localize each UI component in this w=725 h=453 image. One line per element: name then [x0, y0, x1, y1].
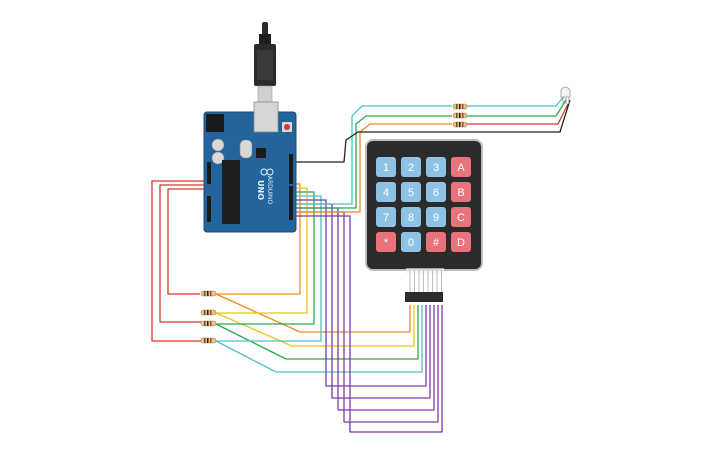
wire-red-left-2[interactable] — [167, 188, 206, 295]
key-label: 5 — [408, 187, 414, 199]
key-hash[interactable]: # — [426, 232, 446, 252]
board-brand: ARDUINO — [266, 176, 273, 205]
wire-teal-res[interactable] — [215, 305, 423, 373]
key-6[interactable]: 6 — [426, 182, 446, 202]
rgb-led-icon[interactable] — [560, 86, 571, 104]
key-7[interactable]: 7 — [376, 207, 396, 227]
key-label: 3 — [433, 162, 439, 174]
key-label: 0 — [408, 237, 414, 249]
resistor-top-3[interactable] — [452, 121, 468, 128]
key-3[interactable]: 3 — [426, 157, 446, 177]
key-B[interactable]: B — [451, 182, 471, 202]
wires — [151, 95, 571, 433]
wire-red-left-inner[interactable] — [159, 184, 206, 323]
resistors — [200, 103, 468, 344]
key-label: 8 — [408, 212, 414, 224]
key-label: D — [457, 237, 465, 249]
wire-green-led[interactable] — [296, 115, 452, 209]
wire-yellow-res[interactable] — [215, 305, 415, 347]
resistor-4[interactable] — [200, 337, 217, 344]
key-2[interactable]: 2 — [401, 157, 421, 177]
key-label: # — [433, 237, 440, 249]
board-model: UNO — [256, 180, 265, 200]
key-0[interactable]: 0 — [401, 232, 421, 252]
key-C[interactable]: C — [451, 207, 471, 227]
wire-teal-led[interactable] — [296, 105, 452, 205]
key-label: A — [457, 162, 465, 174]
usb-cable-icon — [254, 22, 276, 103]
wire-purple-1[interactable] — [296, 199, 427, 387]
key-label: 2 — [408, 162, 414, 174]
keypad-ribbon — [409, 270, 442, 294]
key-star[interactable]: * — [376, 232, 396, 252]
key-label: 9 — [433, 212, 439, 224]
key-label: 1 — [383, 162, 389, 174]
wire-yellow-board[interactable] — [216, 187, 308, 314]
key-label: C — [457, 212, 465, 224]
wire-red-left[interactable] — [151, 180, 206, 342]
resistor-top-1[interactable] — [452, 103, 468, 110]
key-label: 6 — [433, 187, 439, 199]
resistor-3[interactable] — [200, 320, 217, 327]
key-1[interactable]: 1 — [376, 157, 396, 177]
arduino-uno-board[interactable]: ARDUINO UNO — [203, 101, 297, 233]
wire-orange-board[interactable] — [216, 183, 301, 295]
keypad-keys: 1 2 3 A 4 5 6 B 7 8 9 C * 0 # D — [376, 157, 471, 252]
resistor-1[interactable] — [200, 290, 217, 297]
key-label: B — [457, 187, 464, 199]
key-9[interactable]: 9 — [426, 207, 446, 227]
wire-orange-led-2[interactable] — [466, 103, 569, 125]
wire-green-led-2[interactable] — [466, 99, 567, 117]
wire-teal-board[interactable] — [216, 195, 322, 342]
key-D[interactable]: D — [451, 232, 471, 252]
key-label: 4 — [383, 187, 389, 199]
wire-teal-led-2[interactable] — [466, 95, 565, 107]
key-label: 7 — [383, 212, 389, 224]
wire-black-gnd[interactable] — [292, 99, 571, 163]
key-label: * — [384, 237, 389, 249]
key-5[interactable]: 5 — [401, 182, 421, 202]
keypad-4x4[interactable]: 1 2 3 A 4 5 6 B 7 8 9 C * 0 # D — [365, 139, 483, 302]
wire-green-board[interactable] — [216, 191, 315, 325]
resistor-top-2[interactable] — [452, 112, 468, 119]
key-A[interactable]: A — [451, 157, 471, 177]
key-4[interactable]: 4 — [376, 182, 396, 202]
resistor-2[interactable] — [200, 309, 217, 316]
key-8[interactable]: 8 — [401, 207, 421, 227]
wire-purple-5[interactable] — [296, 215, 443, 433]
